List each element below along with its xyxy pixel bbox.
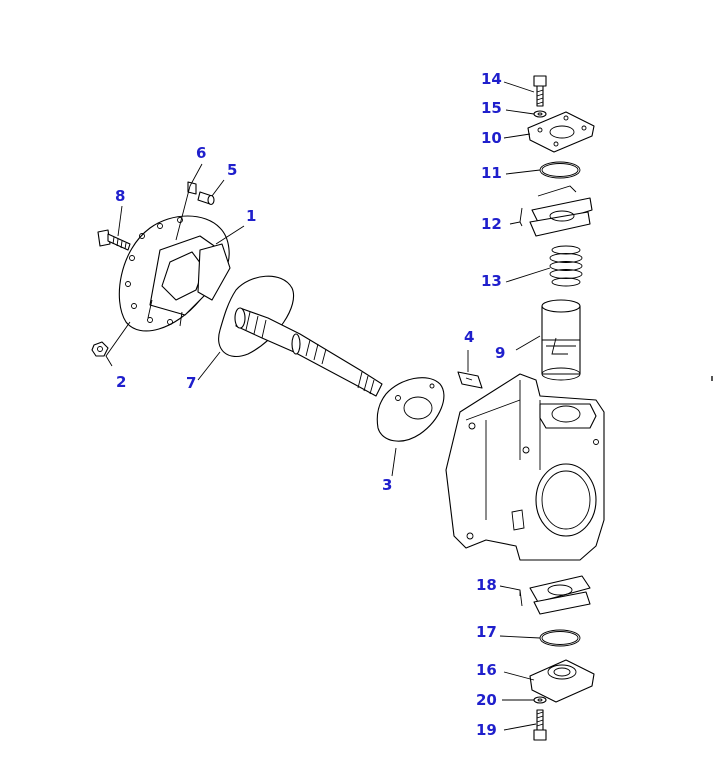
label-1: 1 (246, 207, 257, 225)
label-6: 6 (196, 144, 207, 162)
part-11-o-ring (539, 161, 581, 179)
part-17-o-ring (539, 629, 581, 647)
part-12-shims (529, 185, 593, 237)
part-1-carrier-housing (118, 215, 231, 332)
label-12: 12 (481, 215, 502, 233)
part-9-sleeve (541, 299, 581, 381)
part-8-bolt (97, 229, 131, 251)
label-20: 20 (476, 691, 497, 709)
part-19-bolt (533, 709, 547, 741)
part-20-washer (533, 696, 547, 704)
part-5-pin (197, 191, 215, 206)
part-18-shims (529, 575, 591, 615)
leader-lines (105, 81, 551, 731)
label-8: 8 (115, 187, 126, 205)
part-14-bolt (533, 75, 547, 107)
label-4: 4 (464, 328, 475, 346)
label-14: 14 (481, 70, 502, 88)
label-18: 18 (476, 576, 497, 594)
part-16-cover (529, 659, 595, 703)
part-2-nut (91, 341, 109, 357)
label-2: 2 (116, 373, 127, 391)
label-9: 9 (495, 344, 506, 362)
label-5: 5 (227, 161, 238, 179)
part-7-shaft-disc (218, 275, 383, 397)
label-11: 11 (481, 164, 502, 182)
part-4-key (457, 371, 483, 389)
label-15: 15 (481, 99, 502, 117)
part-6-spring-pin (187, 181, 197, 195)
part-10-cover (527, 111, 595, 153)
label-13: 13 (481, 272, 502, 290)
label-7: 7 (186, 374, 197, 392)
part-13-spring (549, 245, 583, 287)
label-19: 19 (476, 721, 497, 739)
scroll-edge-mark (711, 376, 713, 381)
main-case (445, 373, 605, 561)
part-15-washer (533, 110, 547, 118)
label-16: 16 (476, 661, 497, 679)
label-17: 17 (476, 623, 497, 641)
label-3: 3 (382, 476, 393, 494)
label-10: 10 (481, 129, 502, 147)
part-3-flanged-plate (376, 377, 445, 442)
